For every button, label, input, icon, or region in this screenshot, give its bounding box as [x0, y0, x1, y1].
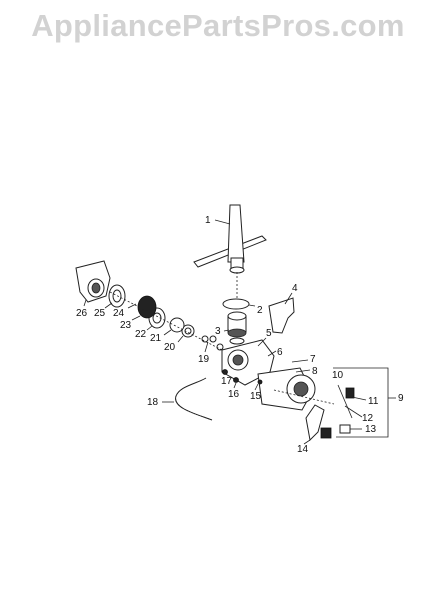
callout-22: 22	[135, 329, 147, 340]
callout-20: 20	[164, 342, 176, 353]
callout-5: 5	[266, 328, 272, 339]
pump-hub: 3	[215, 311, 247, 345]
pump-motor	[257, 367, 316, 411]
callout-17: 17	[221, 376, 233, 387]
spray-arm: 1	[193, 204, 267, 274]
callout-23: 23	[120, 320, 132, 331]
callout-2: 2	[257, 305, 263, 316]
callout-1: 1	[205, 215, 211, 226]
callout-13: 13	[365, 424, 377, 435]
motor-relay: 14	[297, 404, 332, 455]
callout-10: 10	[332, 370, 344, 381]
inlet-fittings: 19	[198, 335, 224, 365]
housing-fasteners: 15 16 17	[221, 369, 263, 402]
callout-12: 12	[362, 413, 374, 424]
filter-screen: 23 24	[113, 295, 157, 331]
callout-26: 26	[76, 308, 88, 319]
callout-15: 15	[250, 391, 262, 402]
callout-6: 6	[277, 347, 283, 358]
drain-hose: 18	[147, 377, 213, 421]
callout-8: 8	[312, 366, 318, 377]
callout-3: 3	[215, 326, 221, 337]
inlet-housing: 26	[75, 260, 111, 319]
callout-18: 18	[147, 397, 159, 408]
relay-kit-group: 9 10 11 12 13	[332, 367, 404, 438]
callout-9: 9	[398, 393, 404, 404]
motor-fasteners: 7 8	[291, 354, 318, 377]
callout-19: 19	[198, 354, 210, 365]
callout-25: 25	[94, 308, 106, 319]
callout-14: 14	[297, 444, 309, 455]
callout-24: 24	[113, 308, 125, 319]
site-watermark: AppliancePartsPros.com	[31, 8, 405, 43]
assembly-lines	[109, 272, 335, 405]
seal-rings-small: 20 21	[150, 317, 195, 353]
cover-bracket: 4	[268, 283, 298, 334]
callout-4: 4	[292, 283, 298, 294]
callout-11: 11	[368, 396, 379, 407]
callout-7: 7	[310, 354, 316, 365]
seal-ring: 2	[222, 298, 263, 316]
callout-16: 16	[228, 389, 240, 400]
callout-21: 21	[150, 333, 162, 344]
